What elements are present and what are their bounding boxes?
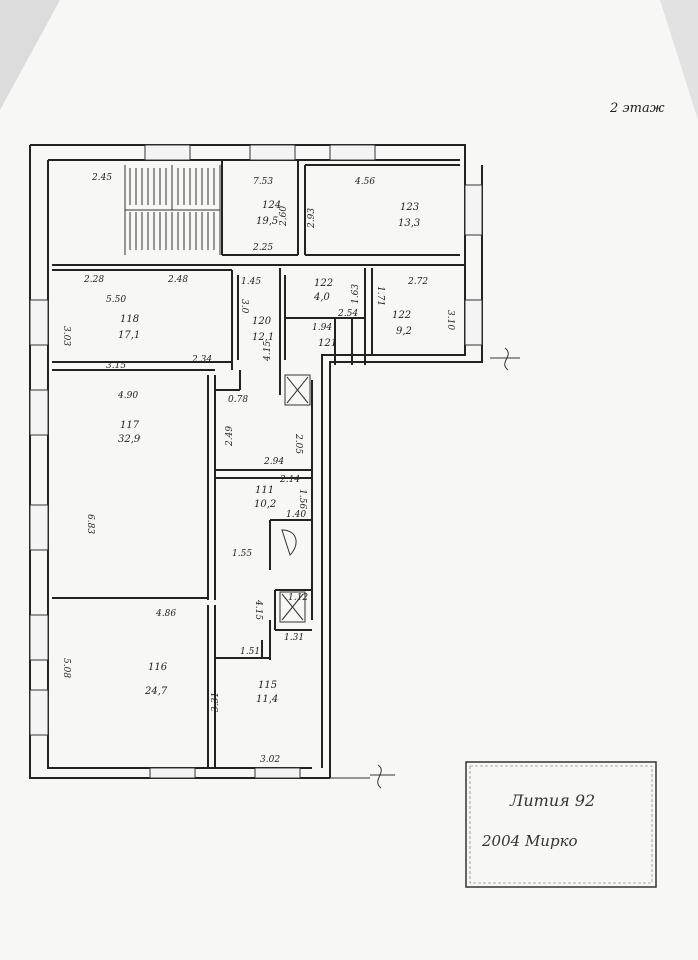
- dimension-label: 7.53: [253, 177, 273, 187]
- dimension-label: 4.15: [253, 599, 263, 620]
- dimension-label: 3.15: [106, 361, 126, 371]
- room-number: 124: [262, 200, 281, 211]
- dimension-labels: 2.45 7.53 2.60 2.25 4.56 2.93 2.28 2.48 …: [61, 173, 455, 765]
- dimension-label: 3.02: [260, 755, 280, 765]
- dimension-label: 1.45: [241, 277, 261, 287]
- dimension-label: 1.55: [232, 549, 252, 559]
- dimension-label: 2.72: [407, 277, 428, 287]
- dimension-label: 2.94: [263, 457, 284, 467]
- room-area: 17,1: [118, 330, 140, 341]
- torn-corner: [0, 0, 60, 110]
- room-number: 118: [120, 314, 139, 325]
- dimension-label: 3.31: [211, 692, 221, 712]
- dimension-label: 4.15: [263, 341, 273, 362]
- room-area: 10,2: [254, 499, 276, 510]
- room-area: 19,5: [256, 216, 278, 227]
- dimension-label: 5.50: [106, 295, 126, 305]
- dimension-label: 1.63: [351, 284, 361, 304]
- dimension-label: 2.48: [167, 275, 188, 285]
- dimension-label: 2.25: [252, 243, 273, 253]
- room-number: 123: [400, 202, 419, 213]
- dimension-label: 3.10: [445, 310, 455, 330]
- dimension-label: 2.49: [225, 426, 235, 447]
- stairwell: [124, 165, 221, 255]
- dimension-label: 2.28: [83, 275, 104, 285]
- room-labels: 124 19,5 123 13,3 118 17,1 120 12,1 122 …: [118, 200, 420, 705]
- break-marks: [370, 347, 520, 789]
- room-number: 121: [318, 338, 337, 349]
- floor-note: 2 этаж: [609, 101, 665, 116]
- dimension-label: 2.93: [307, 208, 317, 229]
- room-number: 115: [258, 680, 277, 691]
- dimension-label: 1.31: [284, 633, 304, 643]
- title-stamp: Лития 92 2004 Мирко: [465, 761, 657, 888]
- room-number: 111: [255, 485, 274, 496]
- dimension-label: 5.08: [61, 658, 71, 678]
- dimension-label: 3.0: [239, 299, 249, 314]
- stamp-line-1: Лития 92: [509, 791, 595, 810]
- torn-corner-right: [660, 0, 698, 120]
- dimension-label: 4.90: [117, 391, 138, 401]
- dimension-label: 0.78: [228, 395, 248, 405]
- room-number: 116: [148, 662, 168, 673]
- dimension-label: 1.40: [286, 510, 306, 520]
- dimension-label: 2.54: [337, 309, 358, 319]
- dimension-label: 2.45: [91, 173, 112, 183]
- room-number: 122: [314, 278, 333, 289]
- stamp-line-2: 2004 Мирко: [481, 832, 578, 850]
- windows: [29, 144, 483, 779]
- room-number: 122: [392, 310, 411, 321]
- room-area: 24,7: [144, 686, 168, 697]
- dimension-label: 4.86: [155, 609, 176, 619]
- dimension-label: 1.56: [297, 489, 307, 509]
- interior-walls: [52, 160, 465, 768]
- room-area: 9,2: [396, 326, 412, 337]
- room-area: 32,9: [118, 434, 141, 445]
- room-area: 13,3: [398, 218, 420, 229]
- dimension-label: 2.34: [191, 355, 212, 365]
- room-number: 120: [252, 316, 272, 327]
- room-area: 11,4: [256, 694, 278, 705]
- outer-walls: [29, 144, 483, 779]
- dimension-label: 1.94: [312, 323, 332, 333]
- dimension-label: 1.71: [375, 286, 385, 306]
- dimension-label: 1.12: [288, 593, 308, 603]
- dimension-label: 4.56: [354, 177, 375, 187]
- dimension-label: 2.05: [293, 433, 303, 454]
- dimension-label: 3.03: [61, 326, 71, 346]
- dimension-label: 2.14: [279, 475, 300, 485]
- dimension-label: 2.60: [279, 206, 289, 227]
- dimension-label: 1.51: [240, 647, 260, 657]
- room-area: 12,1: [252, 332, 274, 343]
- room-area: 4,0: [313, 292, 331, 303]
- dimension-label: 6.83: [85, 514, 95, 534]
- room-number: 117: [120, 420, 140, 431]
